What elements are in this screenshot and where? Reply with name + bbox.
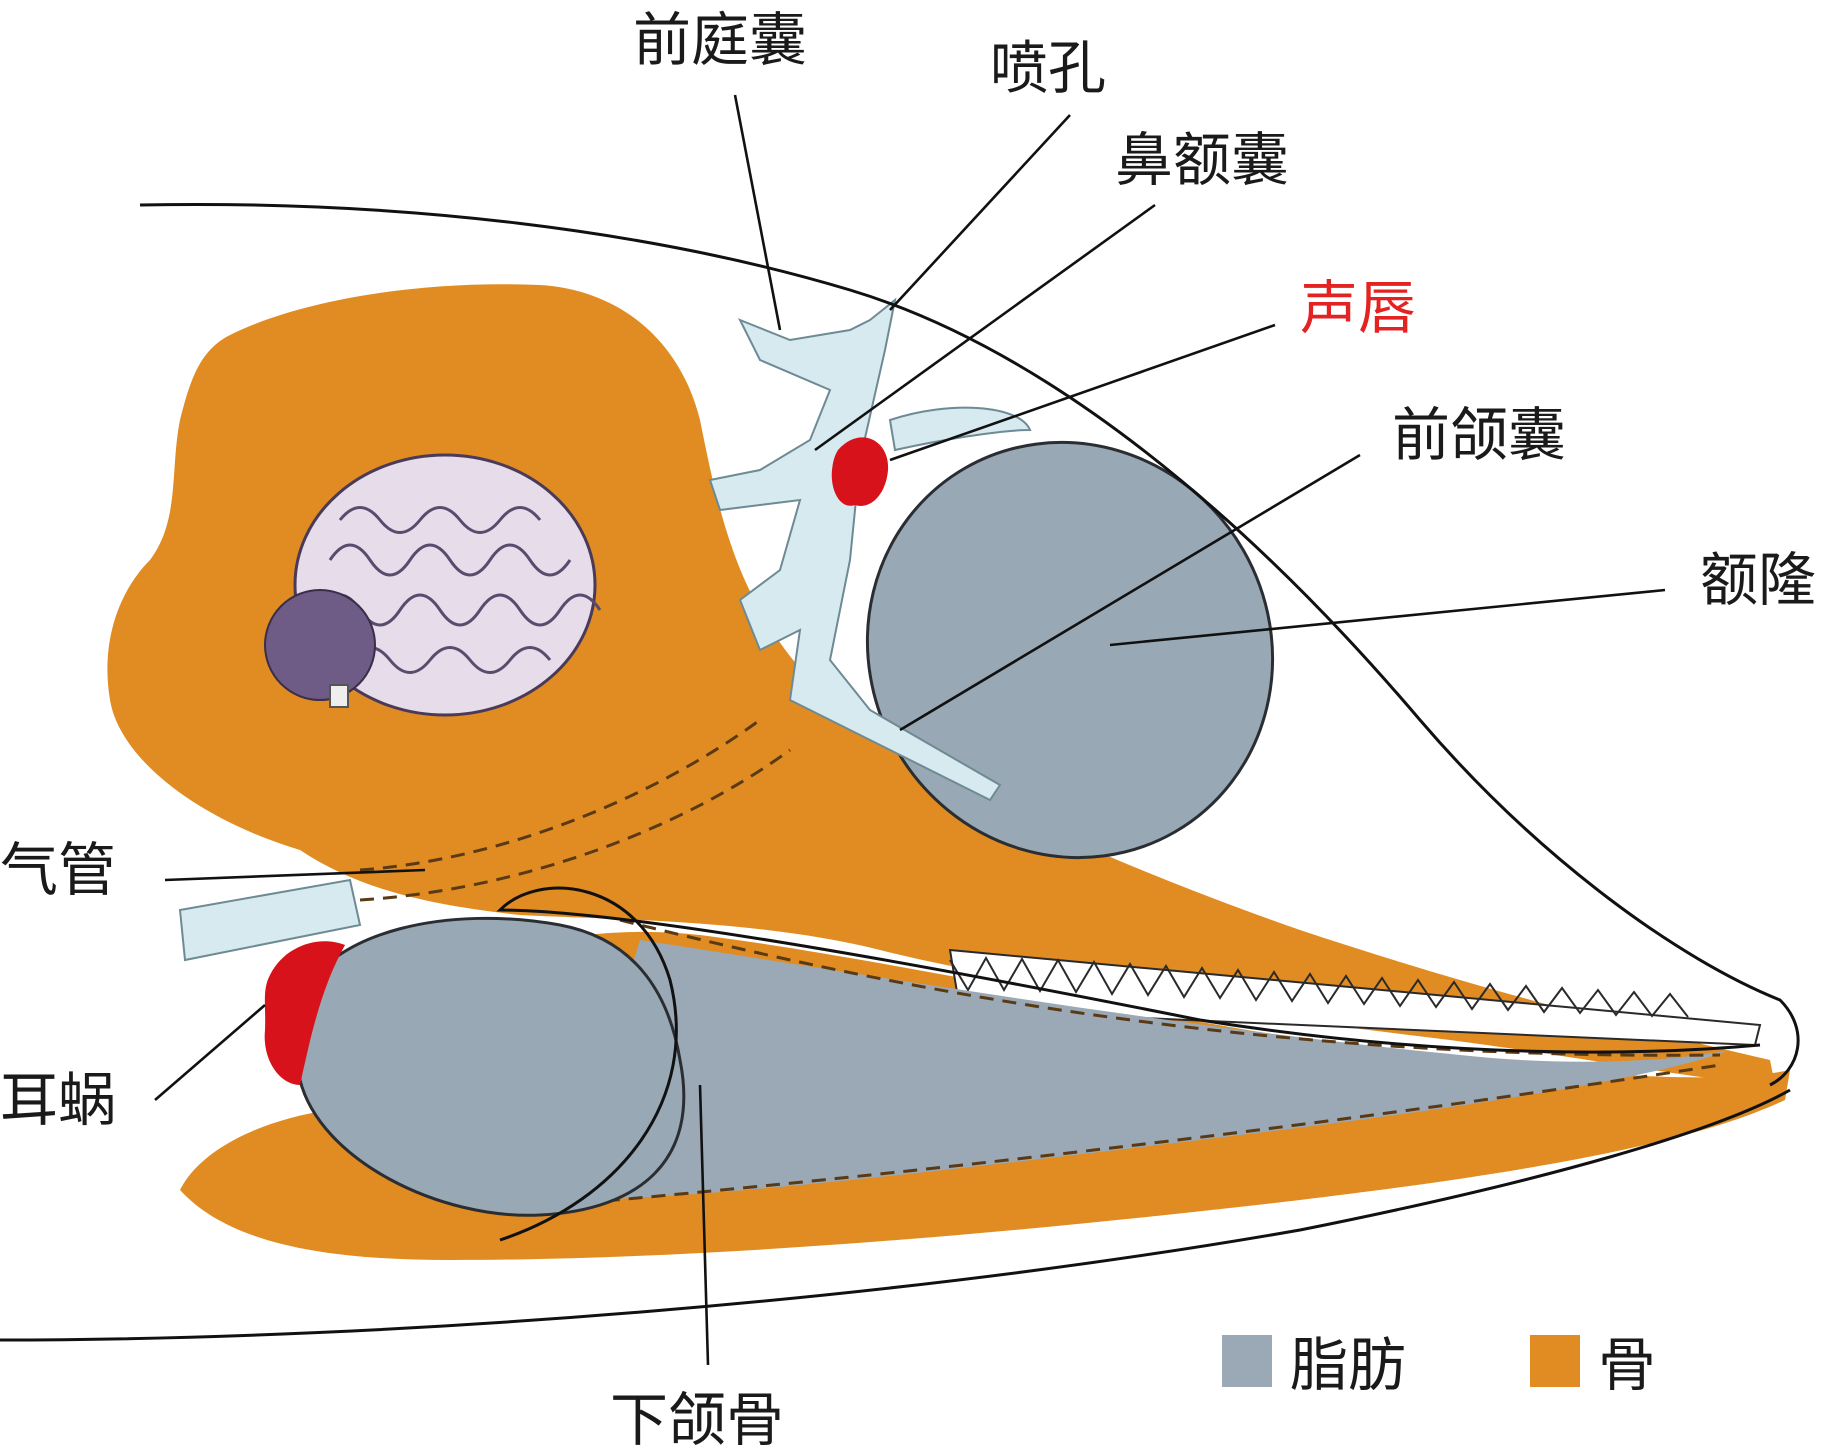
cochlea-shape xyxy=(264,941,345,1085)
leader-premaxillary-sac xyxy=(899,453,1361,732)
leader-cochlea xyxy=(154,1004,266,1101)
mandible-outline xyxy=(496,886,1761,1242)
label-trachea: 气管 xyxy=(0,836,116,904)
brain-folds xyxy=(318,506,602,674)
head-outline-top xyxy=(139,202,1800,1087)
jaw-fat-channel xyxy=(560,940,1730,1200)
trachea-dashed-1 xyxy=(359,718,761,872)
leader-nasofrontal-sac xyxy=(814,203,1156,452)
jaw-dashed-upper xyxy=(619,918,1721,1057)
label-vestibular-sac: 前庭囊 xyxy=(633,6,807,74)
leader-mandible xyxy=(698,1084,710,1366)
legend-swatch-bone xyxy=(1530,1335,1580,1387)
label-premaxillary-sac: 前颌囊 xyxy=(1392,401,1566,469)
label-cochlea: 耳蜗 xyxy=(0,1066,116,1134)
leader-phonic-lips xyxy=(889,323,1276,462)
teeth-zigzag xyxy=(949,955,1689,1018)
mandibular-fat xyxy=(298,916,686,1217)
label-melon: 额隆 xyxy=(1700,546,1816,614)
legend-label-bone: 骨 xyxy=(1598,1331,1656,1399)
head-outline-bottom xyxy=(0,1088,1791,1342)
leader-melon xyxy=(1109,588,1666,647)
label-nasofrontal-sac: 鼻额囊 xyxy=(1115,126,1289,194)
leader-trachea xyxy=(164,868,426,882)
legend-swatch-fat xyxy=(1222,1335,1272,1387)
trachea-dashed-2 xyxy=(359,748,791,902)
legend: 脂肪 骨 xyxy=(1222,1331,1656,1399)
phonic-lips-shape xyxy=(831,437,889,506)
nasal-air-sacs xyxy=(708,297,1002,802)
label-mandible: 下颌骨 xyxy=(610,1386,784,1452)
label-blowhole: 喷孔 xyxy=(990,34,1106,102)
trachea-tube xyxy=(178,878,362,962)
brain-stem xyxy=(329,684,349,708)
label-phonic-lips: 声唇 xyxy=(1300,274,1416,342)
premaxillary-sac-shape xyxy=(888,406,1032,452)
leader-vestibular-sac xyxy=(733,94,782,331)
jaw-dashed-lower xyxy=(559,1063,1721,1207)
legend-label-fat: 脂肪 xyxy=(1290,1331,1406,1399)
leader-blowhole xyxy=(889,114,1071,311)
cerebellum xyxy=(264,589,376,701)
